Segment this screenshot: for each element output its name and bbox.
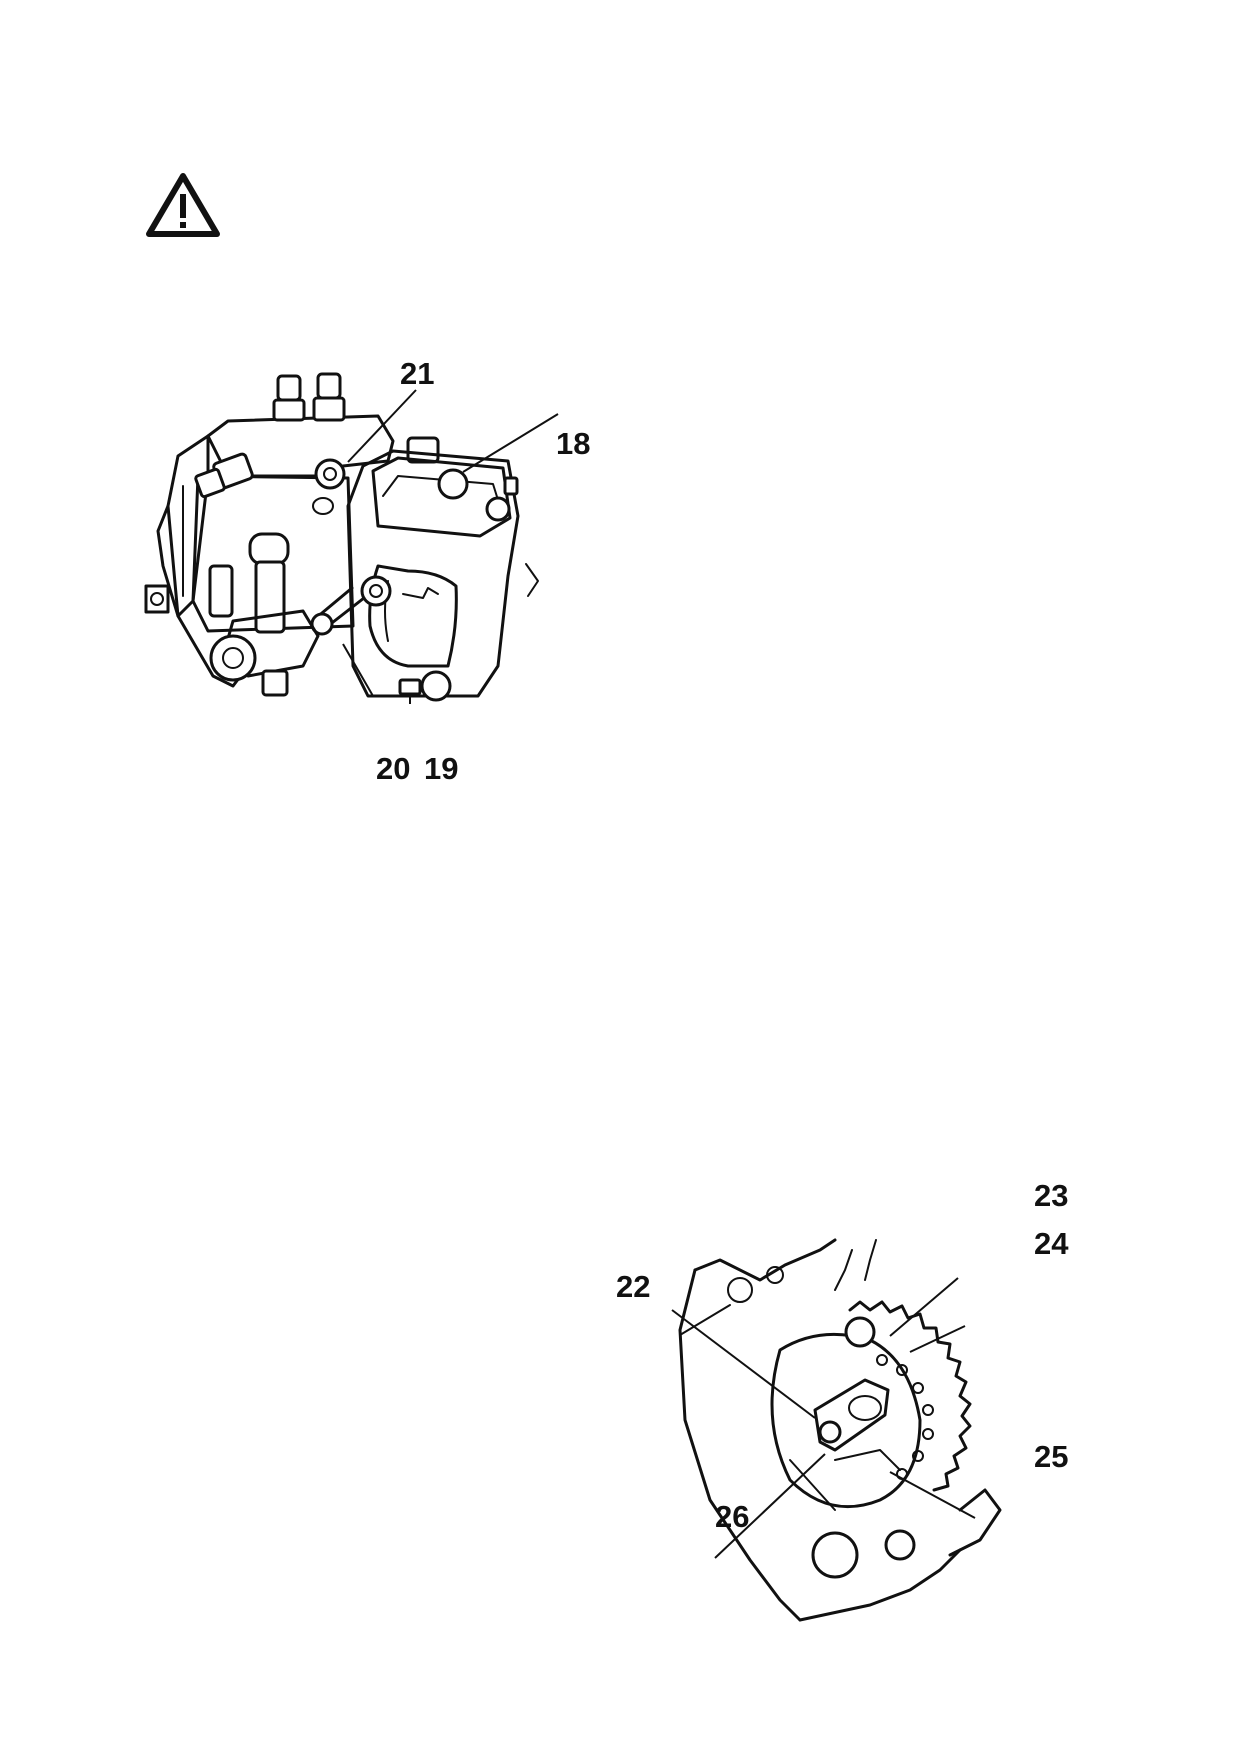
- callout-20: 20: [376, 751, 411, 786]
- callout-18: 18: [556, 426, 591, 461]
- callout-24: 24: [1034, 1226, 1069, 1261]
- timing-gear-illustration: [671, 1238, 1002, 1622]
- warning-triangle-icon: [146, 173, 220, 237]
- callout-22: 22: [616, 1269, 651, 1304]
- callout-25: 25: [1034, 1439, 1069, 1474]
- callout-23: 23: [1034, 1178, 1069, 1213]
- callout-26: 26: [715, 1499, 750, 1534]
- injection-pump-illustration: [144, 372, 559, 704]
- callout-19: 19: [424, 751, 459, 786]
- timing-gear-figure: 23 24 22 26 25: [616, 1180, 1100, 1650]
- injection-pump-figure: 21 18 20 19: [138, 358, 638, 806]
- callout-21: 21: [400, 356, 435, 391]
